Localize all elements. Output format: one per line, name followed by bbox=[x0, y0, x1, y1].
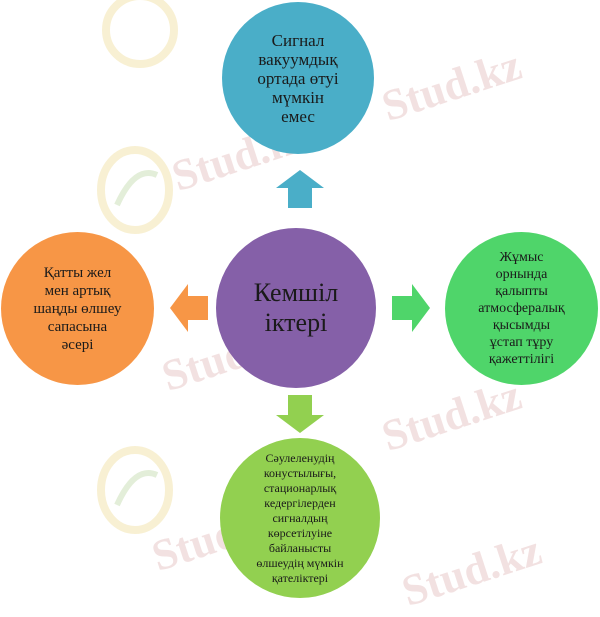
node-left-label: Қатты жел мен артық шаңды өлшеу сапасына… bbox=[33, 264, 122, 353]
arrow-left-shape bbox=[170, 284, 208, 332]
arrow-right-icon bbox=[392, 284, 430, 332]
watermark-logo-icon bbox=[97, 146, 173, 234]
watermark-logo-icon bbox=[102, 0, 178, 68]
arrow-up-shape bbox=[276, 170, 324, 208]
node-left: Қатты жел мен артық шаңды өлшеу сапасына… bbox=[1, 232, 154, 385]
node-center: Кемшіл іктері bbox=[216, 228, 376, 388]
watermark-text: Stud.kz bbox=[395, 525, 548, 616]
arrow-down-icon bbox=[276, 395, 324, 433]
node-right: Жұмыс орнында қалыпты атмосфералық қысым… bbox=[445, 232, 598, 385]
node-top: Сигнал вакуумдық ортада өтуі мүмкін емес bbox=[222, 2, 374, 154]
node-bottom-label: Сәулеленудің конустылығы, стационарлық к… bbox=[256, 450, 344, 585]
node-bottom: Сәулеленудің конустылығы, стационарлық к… bbox=[220, 438, 380, 598]
arrow-right-shape bbox=[392, 284, 430, 332]
arrow-down-shape bbox=[276, 395, 324, 433]
watermark-text: Stud.kz bbox=[375, 40, 528, 131]
arrow-left-icon bbox=[170, 284, 208, 332]
node-center-label: Кемшіл іктері bbox=[253, 278, 339, 337]
watermark-logo-icon bbox=[97, 446, 173, 534]
arrow-up-icon bbox=[276, 170, 324, 208]
node-top-label: Сигнал вакуумдық ортада өтуі мүмкін емес bbox=[257, 30, 339, 126]
node-right-label: Жұмыс орнында қалыпты атмосфералық қысым… bbox=[478, 250, 565, 367]
